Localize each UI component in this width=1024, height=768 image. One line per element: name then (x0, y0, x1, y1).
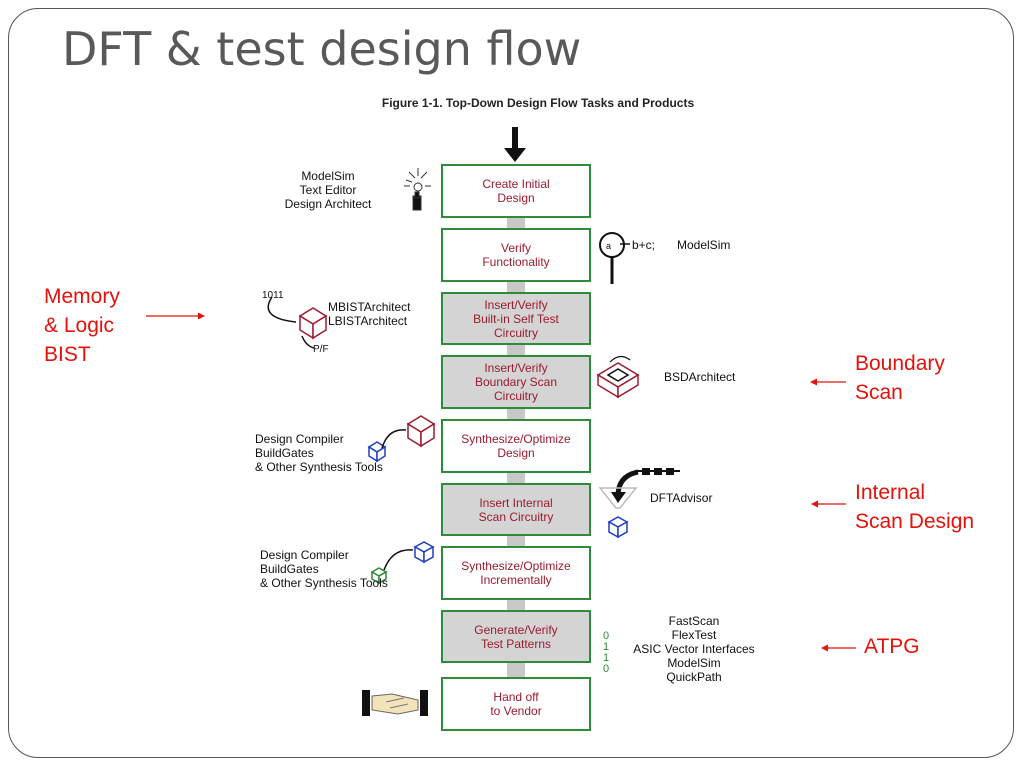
slide-frame (8, 8, 1014, 758)
bist-output-arrow (301, 335, 315, 349)
flow-connectors (507, 218, 525, 677)
boundary-scan-icon (596, 362, 640, 399)
synthesis-cube-blue-icon (367, 441, 387, 463)
tools-boundary: BSDArchitect (664, 370, 736, 384)
step-insert-internal-scan: Insert Internal Scan Circuitry (441, 483, 591, 536)
synthesis2-cube-blue-icon (413, 541, 435, 564)
step-insert-boundary-scan: Insert/Verify Boundary Scan Circuitry (441, 355, 591, 409)
step-create-initial-design: Create Initial Design (441, 164, 591, 218)
tools-scan: DFTAdvisor (650, 491, 713, 505)
step-hand-off-vendor: Hand off to Vendor (441, 677, 591, 731)
annotation-bist: Memory & Logic BIST (44, 285, 120, 366)
input-arrow-icon (504, 127, 526, 162)
magnifier-icon: a (599, 232, 630, 284)
tools-bist: MBISTArchitect LBISTArchitect (328, 300, 411, 328)
tools-atpg: FastScan FlexTest ASIC Vector Interfaces… (633, 614, 755, 684)
bist-input-arrow (267, 296, 297, 323)
figure-caption-text: Figure 1-1. Top-Down Design Flow Tasks a… (381, 96, 695, 110)
tools-synth1: Design Compiler BuildGates & Other Synth… (255, 432, 383, 474)
tools-atpg-bits: 0 1 1 0 (603, 630, 610, 675)
tools-synth2: Design Compiler BuildGates & Other Synth… (260, 548, 388, 590)
step-verify-functionality: Verify Functionality (441, 228, 591, 282)
slide-title: DFT & test design flow (62, 22, 582, 76)
tools-bist-output: P/F (313, 344, 329, 355)
synthesis-cube-red-icon (406, 415, 436, 448)
step-synthesize-design: Synthesize/Optimize Design (441, 419, 591, 473)
svg-text:a: a (606, 241, 611, 251)
annotation-internal-scan: Internal Scan Design (855, 481, 975, 533)
annotation-atpg: ATPG (864, 635, 920, 658)
tools-verify: ModelSim (677, 238, 731, 252)
scan-chain-icon (611, 468, 680, 503)
annotation-arrows (146, 312, 856, 652)
funnel-icon (598, 487, 638, 509)
step-insert-bist: Insert/Verify Built-in Self Test Circuit… (441, 292, 591, 345)
step-generate-test-patterns: Generate/Verify Test Patterns (441, 610, 591, 663)
tools-create: ModelSim Text Editor Design Architect (284, 169, 372, 211)
handshake-icon (362, 690, 428, 716)
annotation-boundary-scan: Boundary Scan (855, 352, 945, 404)
tools-verify-expr: b+c; (632, 238, 656, 252)
scan-cube-blue-icon (607, 516, 629, 539)
bist-cube-icon (298, 307, 328, 340)
figure-caption: Figure 1-1. Top-Down Design Flow Tasks a… (0, 96, 1024, 110)
tools-bist-input: 1011 (262, 290, 284, 301)
lightbulb-icon (404, 168, 431, 211)
step-synthesize-incrementally: Synthesize/Optimize Incrementally (441, 546, 591, 600)
synthesis2-cube-green-icon (370, 567, 388, 585)
